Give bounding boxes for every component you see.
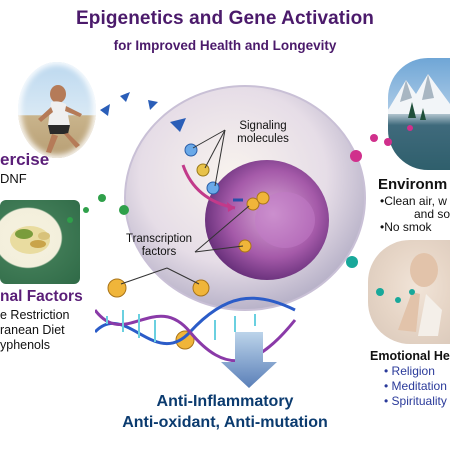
signaling-molecules-label: Signaling molecules bbox=[237, 120, 289, 145]
outcome-line-2: Anti-oxidant, Anti-mutation bbox=[122, 414, 328, 431]
nutrition-item: ranean Diet bbox=[0, 323, 65, 337]
exercise-detail: DNF bbox=[0, 171, 27, 186]
environment-heading: Environm bbox=[378, 176, 448, 193]
environment-item: •No smok bbox=[380, 220, 432, 234]
exercise-photo bbox=[18, 62, 96, 158]
exercise-heading: ercise bbox=[0, 150, 50, 169]
transcription-factors-label: Transcription factors bbox=[125, 233, 193, 258]
nutrition-heading: nal Factors bbox=[0, 288, 83, 305]
outcome-line-1: Anti-Inflammatory bbox=[156, 393, 294, 410]
nutrition-item: yphenols bbox=[0, 338, 51, 352]
environment-item: and so bbox=[414, 207, 450, 221]
diagram-title: Epigenetics and Gene Activation bbox=[75, 8, 375, 29]
down-arrow-icon bbox=[221, 332, 277, 388]
emotional-heading: Emotional He bbox=[370, 349, 450, 363]
mediterranean-food-photo bbox=[0, 200, 80, 284]
mountain-lake-photo bbox=[388, 58, 450, 170]
environment-item: •Clean air, w bbox=[380, 194, 447, 208]
nutrition-item: e Restriction bbox=[0, 308, 70, 322]
emotional-item: • Meditation bbox=[384, 379, 447, 393]
emotional-item: • Religion bbox=[384, 364, 435, 378]
emotional-item: • Spirituality bbox=[384, 394, 447, 408]
cell-illustration bbox=[95, 85, 366, 388]
diagram-subtitle: for Improved Health and Longevity bbox=[113, 38, 337, 53]
